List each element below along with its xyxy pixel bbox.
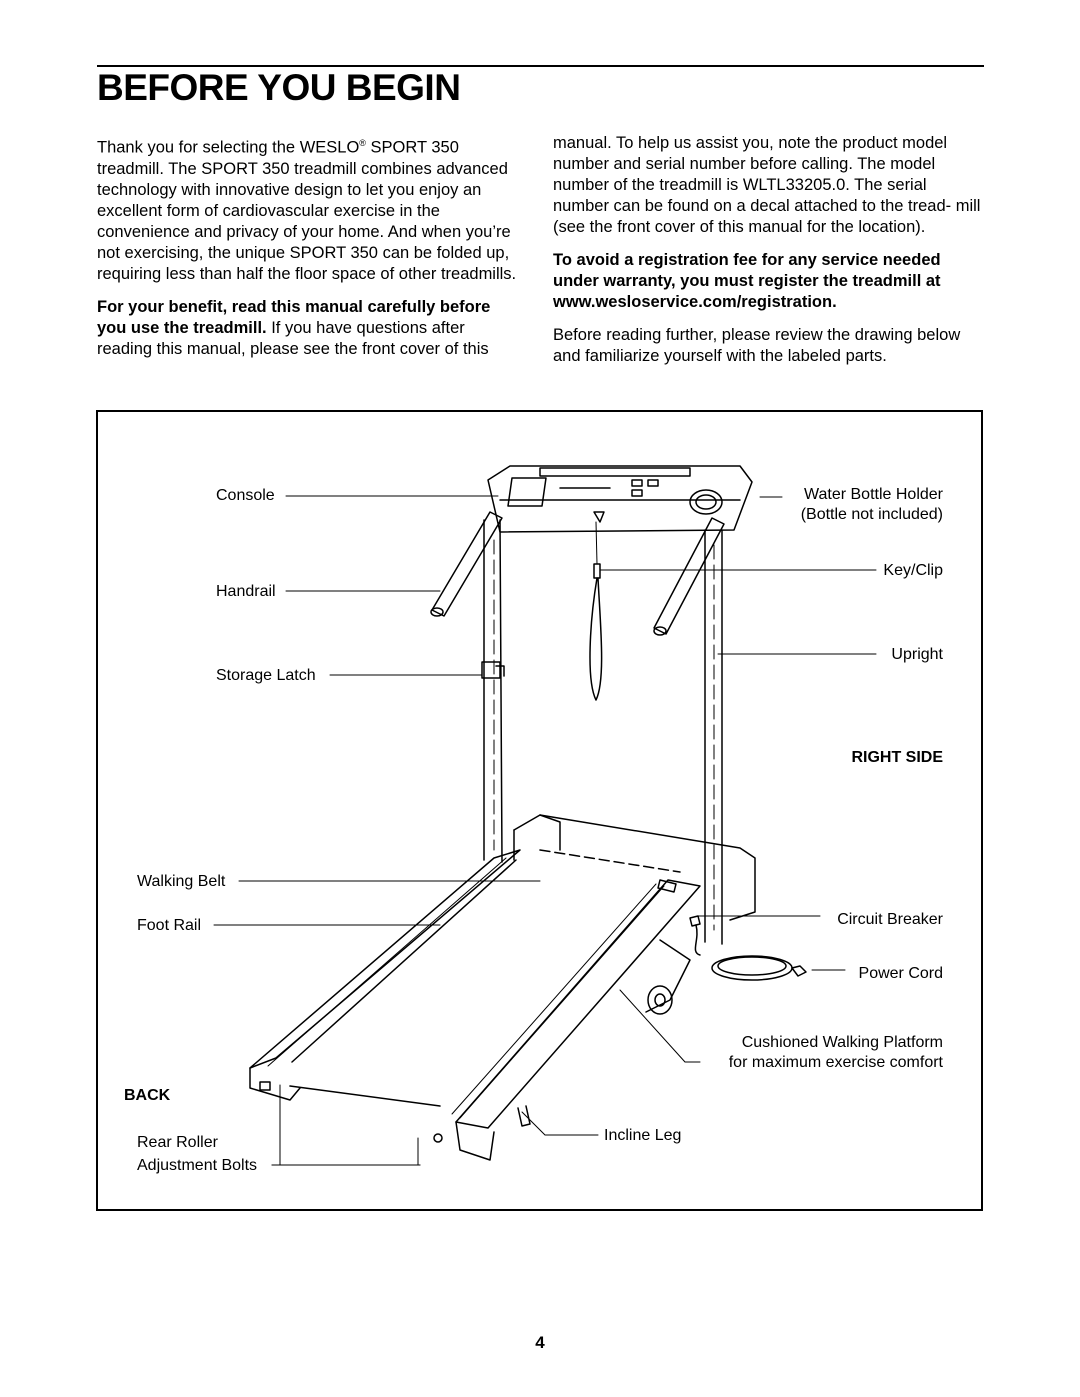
right-column: manual. To help us assist you, note the … (553, 133, 984, 379)
model-number-paragraph: manual. To help us assist you, note the … (553, 134, 981, 236)
read-manual-rest: If you have questions after reading this… (97, 318, 489, 358)
label-foot-rail: Foot Rail (137, 917, 202, 934)
label-storage-latch: Storage Latch (216, 667, 316, 684)
label-water-bottle-holder: Water Bottle Holder (803, 486, 943, 503)
label-rear-roller: Rear Roller (137, 1134, 218, 1151)
power-cord-drawing (645, 915, 807, 1015)
diagram-frame (96, 410, 983, 1211)
label-walking-belt: Walking Belt (137, 873, 226, 890)
title-rule (97, 65, 984, 67)
label-bottle-not-included: (Bottle not included) (800, 506, 943, 523)
intro-text-a: Thank you for selecting the WESLO (97, 138, 360, 157)
left-column: Thank you for selecting the WESLO® SPORT… (97, 133, 522, 372)
label-right-side: RIGHT SIDE (851, 749, 943, 766)
label-key-clip: Key/Clip (883, 562, 943, 579)
page-number: 4 (535, 1333, 545, 1352)
leader-lines (213, 495, 877, 1166)
intro-text-b: SPORT 350 treadmill. The SPORT 350 tread… (97, 138, 517, 283)
motor-hood-drawing (513, 814, 756, 921)
registration-bold: To avoid a registration fee for any serv… (553, 251, 941, 311)
key-clip-drawing (589, 521, 603, 701)
label-cushioned-platform: Cushioned Walking Platform (741, 1034, 943, 1051)
label-upright: Upright (891, 646, 943, 663)
label-circuit-breaker: Circuit Breaker (837, 911, 943, 928)
label-adjustment-bolts: Adjustment Bolts (137, 1157, 258, 1174)
label-back: BACK (124, 1087, 171, 1104)
label-handrail: Handrail (216, 583, 276, 600)
registration-paragraph: To avoid a registration fee for any serv… (553, 250, 984, 313)
console-drawing (487, 465, 753, 533)
label-exercise-comfort: for maximum exercise comfort (728, 1054, 943, 1071)
treadmill-deck-drawing (249, 849, 701, 1161)
review-drawing-paragraph: Before reading further, please review th… (553, 326, 961, 365)
label-power-cord: Power Cord (858, 965, 943, 982)
intro-paragraph: Thank you for selecting the WESLO® SPORT… (97, 133, 522, 285)
label-incline-leg: Incline Leg (604, 1127, 682, 1144)
registered-mark: ® (359, 138, 366, 148)
read-manual-bold: For your benefit, read this manual caref… (97, 297, 491, 337)
label-console: Console (216, 487, 275, 504)
read-manual-paragraph: For your benefit, read this manual caref… (97, 297, 522, 360)
page-title: BEFORE YOU BEGIN (97, 67, 461, 108)
uprights-drawing (481, 519, 723, 945)
handrails-drawing (430, 511, 725, 636)
